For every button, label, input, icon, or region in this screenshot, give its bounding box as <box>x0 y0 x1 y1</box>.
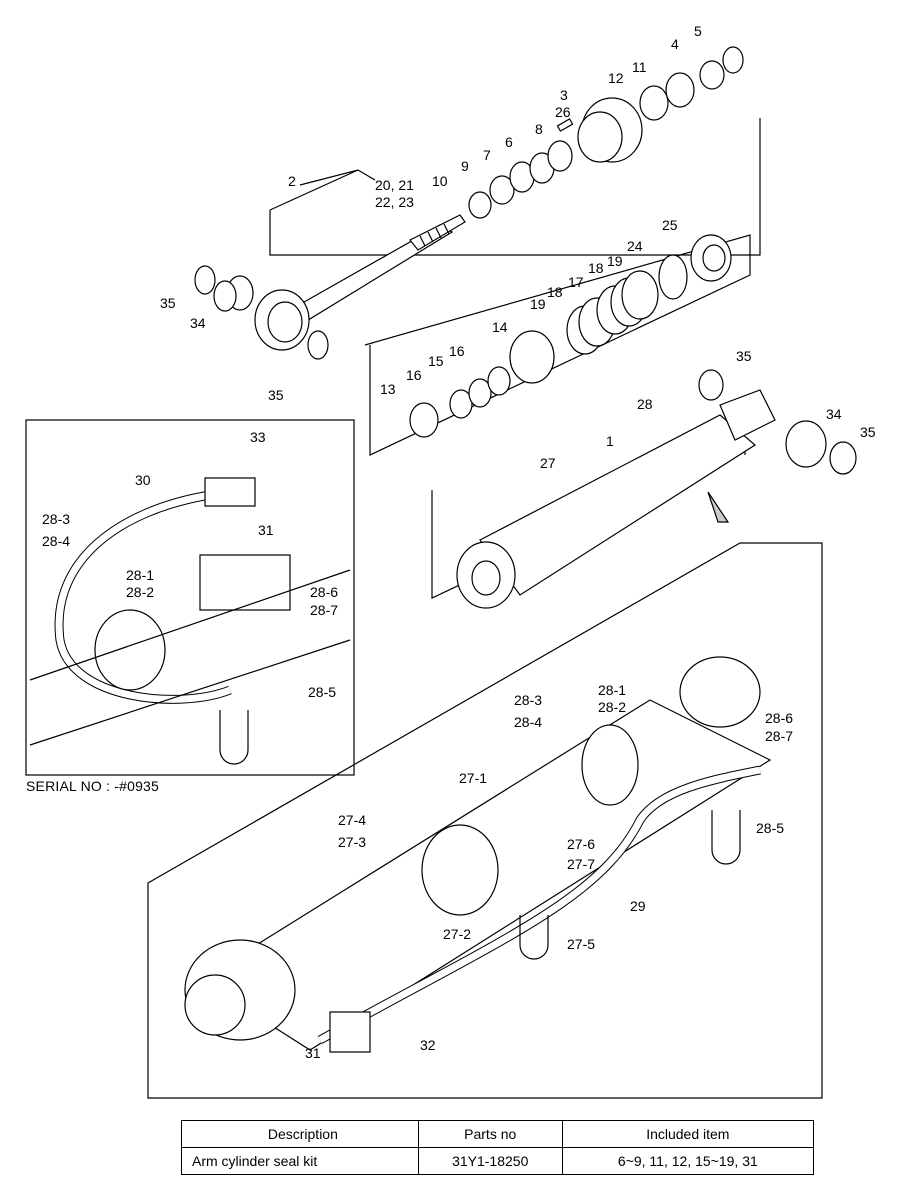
seal-kit-table: Description Parts no Included item Arm c… <box>181 1120 815 1175</box>
label-9: 9 <box>461 158 469 174</box>
main-label-31: 31 <box>305 1045 321 1061</box>
detail-label-28-1: 28-1 <box>126 567 154 583</box>
label-35c: 35 <box>736 348 752 364</box>
header-included-item: Included item <box>561 1120 815 1148</box>
main-label-29: 29 <box>630 898 646 914</box>
header-parts-no: Parts no <box>417 1120 563 1148</box>
main-label-27-2: 27-2 <box>443 926 471 942</box>
cylinder-tube <box>456 369 857 609</box>
detail-frame-serial <box>25 419 355 776</box>
label-7: 7 <box>483 147 491 163</box>
label-27: 27 <box>540 455 556 471</box>
frame-piston-parts <box>364 234 751 456</box>
label-12: 12 <box>608 70 624 86</box>
detail-label-33: 33 <box>250 429 266 445</box>
header-description: Description <box>181 1120 419 1148</box>
label-35a: 35 <box>160 295 176 311</box>
label-2: 2 <box>288 173 296 189</box>
label-16b: 16 <box>449 343 465 359</box>
detail-pipe-clamp <box>29 477 351 765</box>
cell-included-item: 6~9, 11, 12, 15~19, 31 <box>561 1147 815 1175</box>
label-4: 4 <box>671 36 679 52</box>
main-label-28-1: 28-1 <box>598 682 626 698</box>
main-label-27-3: 27-3 <box>338 834 366 850</box>
detail-label-28-5: 28-5 <box>308 684 336 700</box>
leader-2 <box>299 169 376 186</box>
main-label-28-7: 28-7 <box>765 728 793 744</box>
label-13: 13 <box>380 381 396 397</box>
label-16a: 16 <box>406 367 422 383</box>
main-label-28-2: 28-2 <box>598 699 626 715</box>
label-25: 25 <box>662 217 678 233</box>
label-1: 1 <box>606 433 614 449</box>
frame-rod-parts <box>269 118 761 256</box>
detail-label-28-4: 28-4 <box>42 533 70 549</box>
label-5: 5 <box>694 23 702 39</box>
label-11: 11 <box>632 59 647 75</box>
label-34a: 34 <box>190 315 206 331</box>
label-19b: 19 <box>607 253 623 269</box>
main-label-28-3: 28-3 <box>514 692 542 708</box>
label-24: 24 <box>627 238 643 254</box>
main-label-28-4: 28-4 <box>514 714 542 730</box>
main-assembly-drawing <box>184 656 772 1053</box>
label-3: 3 <box>560 87 568 103</box>
label-22-23: 22, 23 <box>375 194 414 210</box>
label-8: 8 <box>535 121 543 137</box>
rod-assembly <box>194 214 466 360</box>
detail-label-28-6: 28-6 <box>310 584 338 600</box>
label-35b: 35 <box>268 387 284 403</box>
table-row: Arm cylinder seal kit 31Y1-18250 6~9, 11… <box>181 1147 815 1175</box>
label-35d: 35 <box>860 424 876 440</box>
cell-parts-no: 31Y1-18250 <box>417 1147 563 1175</box>
label-6: 6 <box>505 134 513 150</box>
serial-number-note: SERIAL NO : -#0935 <box>26 778 160 794</box>
leader-2-rod <box>269 169 359 211</box>
main-label-27-1: 27-1 <box>459 770 487 786</box>
detail-label-31: 31 <box>258 522 274 538</box>
main-label-27-4: 27-4 <box>338 812 366 828</box>
label-28: 28 <box>637 396 653 412</box>
detail-label-28-7: 28-7 <box>310 602 338 618</box>
main-label-28-6: 28-6 <box>765 710 793 726</box>
cell-description: Arm cylinder seal kit <box>181 1147 419 1175</box>
main-label-27-5: 27-5 <box>567 936 595 952</box>
callout-labels: 1 2 20, 21 22, 23 3 4 5 6 7 8 9 10 11 12… <box>42 23 876 1061</box>
label-15: 15 <box>428 353 444 369</box>
detail-label-30: 30 <box>135 472 151 488</box>
label-17: 17 <box>568 274 584 290</box>
main-label-28-5: 28-5 <box>756 820 784 836</box>
piston-set <box>409 234 732 438</box>
detail-label-28-3: 28-3 <box>42 511 70 527</box>
label-34b: 34 <box>826 406 842 422</box>
label-14: 14 <box>492 319 508 335</box>
label-18b: 18 <box>588 260 604 276</box>
label-20-21: 20, 21 <box>375 177 414 193</box>
label-26: 26 <box>555 104 571 120</box>
label-19a: 19 <box>530 296 546 312</box>
detail-label-28-2: 28-2 <box>126 584 154 600</box>
label-18a: 18 <box>547 284 563 300</box>
label-10: 10 <box>432 173 448 189</box>
gland-and-seals <box>468 46 744 219</box>
frame-main-assembly <box>147 542 823 1099</box>
main-label-32: 32 <box>420 1037 436 1053</box>
main-label-27-7: 27-7 <box>567 856 595 872</box>
table-header-row: Description Parts no Included item <box>181 1120 815 1148</box>
main-label-27-6: 27-6 <box>567 836 595 852</box>
